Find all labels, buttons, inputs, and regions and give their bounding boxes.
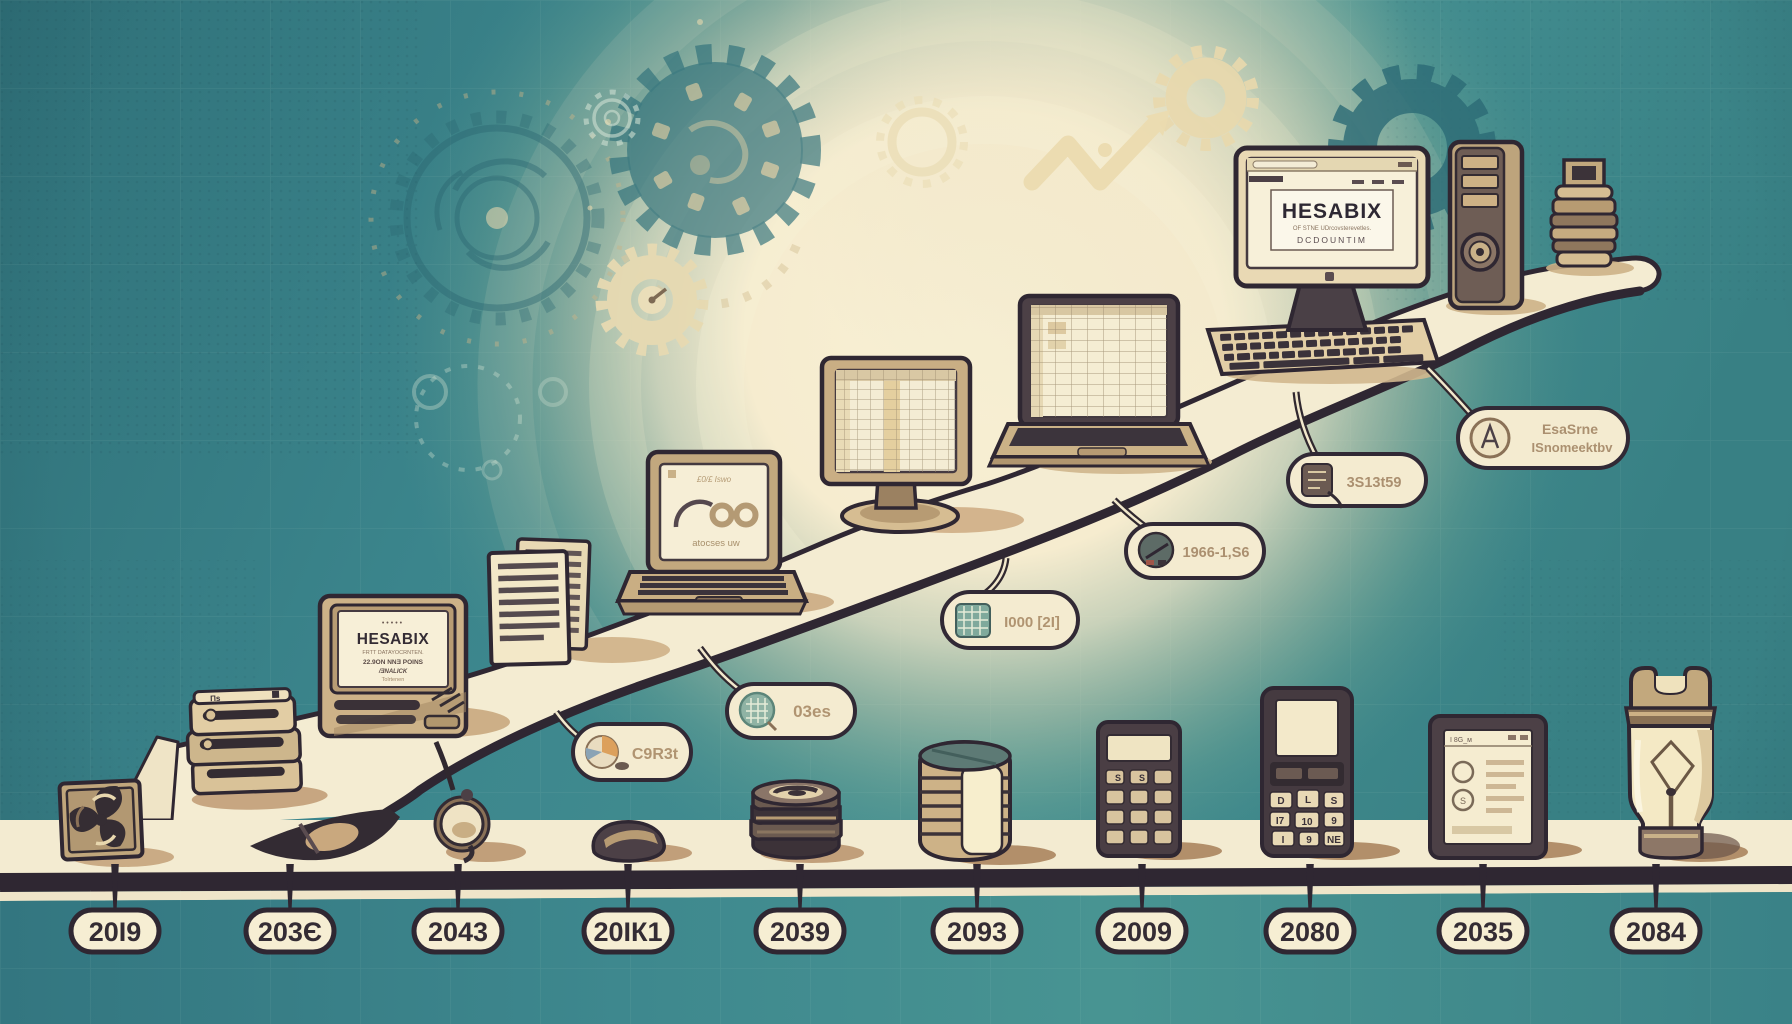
svg-text:203Є: 203Є	[258, 917, 322, 947]
svg-text:І7: І7	[1276, 816, 1285, 827]
svg-text:Πѕ: Πѕ	[210, 694, 221, 703]
svg-text:20І9: 20І9	[89, 917, 142, 947]
svg-text:І: І	[1282, 835, 1285, 846]
svg-text:1966-1,S6: 1966-1,S6	[1183, 545, 1250, 561]
svg-text:Ѕ: Ѕ	[1460, 796, 1466, 806]
svg-text:9: 9	[1306, 835, 1312, 846]
svg-text:Ѕ: Ѕ	[1139, 773, 1145, 783]
svg-text:Tolrtenen: Tolrtenen	[382, 677, 405, 683]
svg-text:Ѕ: Ѕ	[1331, 796, 1338, 807]
svg-text:£0/£ Iswo: £0/£ Iswo	[696, 475, 732, 484]
svg-text:2035: 2035	[1453, 917, 1513, 947]
svg-text:NE: NE	[1327, 835, 1341, 846]
svg-text:3Ѕ13t59: 3Ѕ13t59	[1347, 475, 1402, 491]
svg-text:2009: 2009	[1112, 917, 1172, 947]
svg-text:DCDOUNTIM: DCDOUNTIM	[1297, 235, 1367, 245]
svg-text:Ѕ: Ѕ	[1115, 773, 1121, 783]
svg-text:ІSnomeektbv: ІSnomeektbv	[1532, 440, 1614, 455]
svg-text:2043: 2043	[428, 917, 488, 947]
svg-text:20ІК1: 20ІК1	[593, 917, 662, 947]
svg-text:2080: 2080	[1280, 917, 1340, 947]
svg-text:22.9ON NNƎ POINS: 22.9ON NNƎ POINS	[363, 659, 424, 666]
svg-text:D: D	[1277, 796, 1284, 807]
svg-text:HESABIX: HESABIX	[357, 631, 430, 648]
svg-text:EsaЅrne: EsaЅrne	[1542, 421, 1598, 437]
svg-text:9: 9	[1331, 816, 1337, 827]
svg-text:2039: 2039	[770, 917, 830, 947]
svg-text:І 8G_м: І 8G_м	[1450, 737, 1472, 744]
svg-text:І000 [2І]: І000 [2І]	[1004, 614, 1060, 631]
svg-text:OF STNE UDrcovstеrevetles.: OF STNE UDrcovstеrevetles.	[1293, 226, 1372, 232]
svg-text:L: L	[1305, 795, 1311, 806]
svg-text:HESABIX: HESABIX	[1282, 200, 1382, 223]
svg-text:10: 10	[1301, 817, 1313, 828]
svg-text:FRTT DATAYOCRNTEN.: FRTT DATAYOCRNTEN.	[362, 650, 424, 656]
svg-text:2084: 2084	[1626, 917, 1686, 947]
svg-text:03es: 03es	[793, 702, 831, 721]
svg-text:atocses uw: atocses uw	[692, 538, 740, 549]
svg-text:2093: 2093	[947, 917, 1007, 947]
svg-text:•••••: •••••	[382, 620, 404, 627]
svg-text:C9R3t: C9R3t	[632, 746, 679, 763]
svg-text:/ƎNALIϹK: /ƎNALIϹK	[378, 669, 408, 675]
